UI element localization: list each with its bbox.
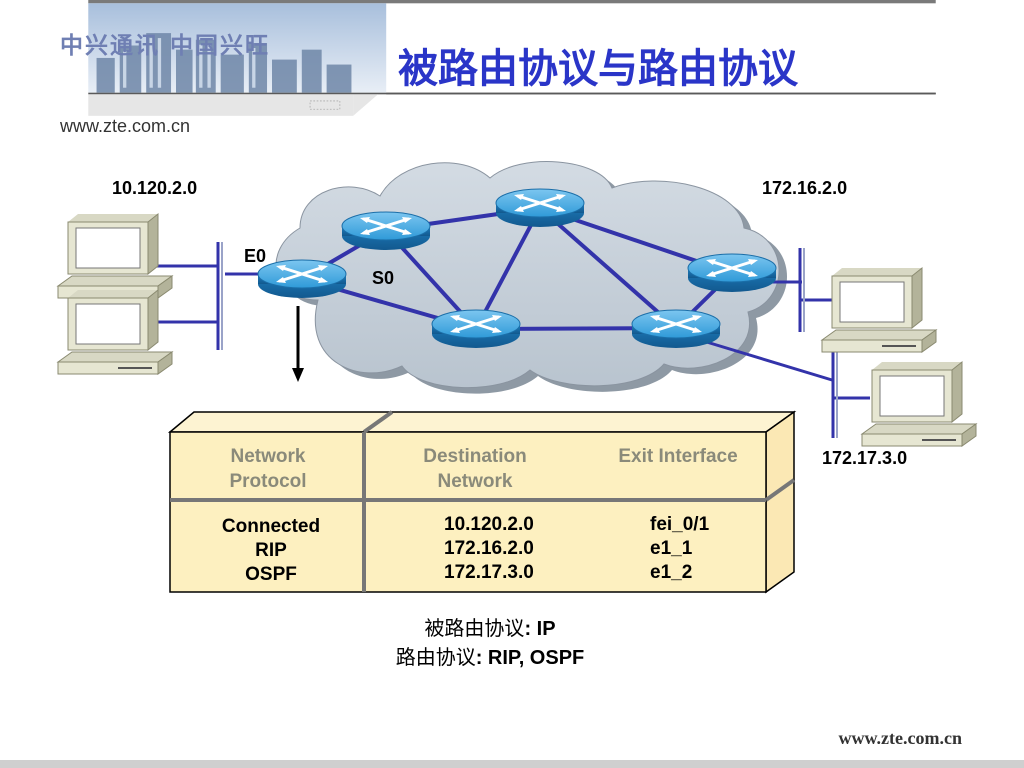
network-label-right-top: 172.16.2.0 — [762, 178, 848, 198]
header-destination-network: Destination Network — [400, 444, 550, 494]
protocol-cell: Connected — [221, 516, 321, 537]
header-network-protocol-line1: Network — [230, 446, 306, 467]
caption-routed-value: : IP — [524, 618, 556, 640]
router-top-left — [340, 210, 432, 252]
exit-column: fei_0/1 e1_1 e1_2 — [650, 513, 709, 585]
caption-routed-protocol: 被路由协议: IP — [0, 612, 980, 641]
pc-left-bottom — [57, 289, 173, 375]
pc-left-top — [57, 213, 173, 299]
interface-label-s0: S0 — [372, 268, 395, 288]
router-top — [494, 187, 586, 229]
page-title: 被路由协议与路由协议 — [398, 46, 798, 92]
footer-url[interactable]: www.zte.com.cn — [838, 728, 962, 748]
network-label-right-bottom: 172.17.3.0 — [822, 448, 908, 468]
router-bottom-right — [630, 308, 722, 350]
footer-bar — [0, 760, 1024, 768]
destination-cell: 10.120.2.0 — [444, 514, 534, 535]
exit-cell: e1_1 — [650, 538, 693, 559]
interface-label-e0: E0 — [244, 246, 267, 266]
header-network-protocol: Network Protocol — [196, 444, 340, 494]
routing-table-panel — [169, 431, 767, 593]
caption-routing-value: : RIP, OSPF — [475, 647, 585, 669]
destination-column: 10.120.2.0 172.16.2.0 172.17.3.0 — [444, 513, 534, 585]
destination-cell: 172.17.3.0 — [444, 562, 534, 583]
pc-right-top — [821, 267, 937, 353]
exit-cell: e1_2 — [650, 562, 693, 583]
header-network-protocol-line2: Protocol — [229, 471, 307, 492]
banner-url: www.zte.com.cn — [60, 116, 191, 136]
protocol-cell: OSPF — [245, 564, 297, 585]
header-destination-line1: Destination — [423, 446, 527, 467]
protocol-column: Connected RIP OSPF — [196, 515, 346, 587]
header-banner — [88, 0, 936, 116]
caption-routing-label: 路由协议 — [395, 645, 476, 669]
router-bottom-left — [430, 308, 522, 350]
router-right — [686, 252, 778, 294]
network-label-left: 10.120.2.0 — [112, 178, 198, 198]
exit-cell: fei_0/1 — [650, 514, 710, 535]
brand-slogan: 中兴通讯 中国兴旺 — [60, 32, 271, 59]
header-destination-line2: Network — [437, 471, 513, 492]
pc-right-bottom — [861, 361, 977, 447]
caption-routing-protocol: 路由协议: RIP, OSPF — [0, 641, 980, 670]
header-exit-interface: Exit Interface — [618, 446, 738, 467]
destination-cell: 172.16.2.0 — [444, 538, 534, 559]
router-left — [256, 258, 348, 300]
protocol-cell: RIP — [255, 540, 287, 561]
caption-routed-label: 被路由协议 — [424, 616, 525, 640]
